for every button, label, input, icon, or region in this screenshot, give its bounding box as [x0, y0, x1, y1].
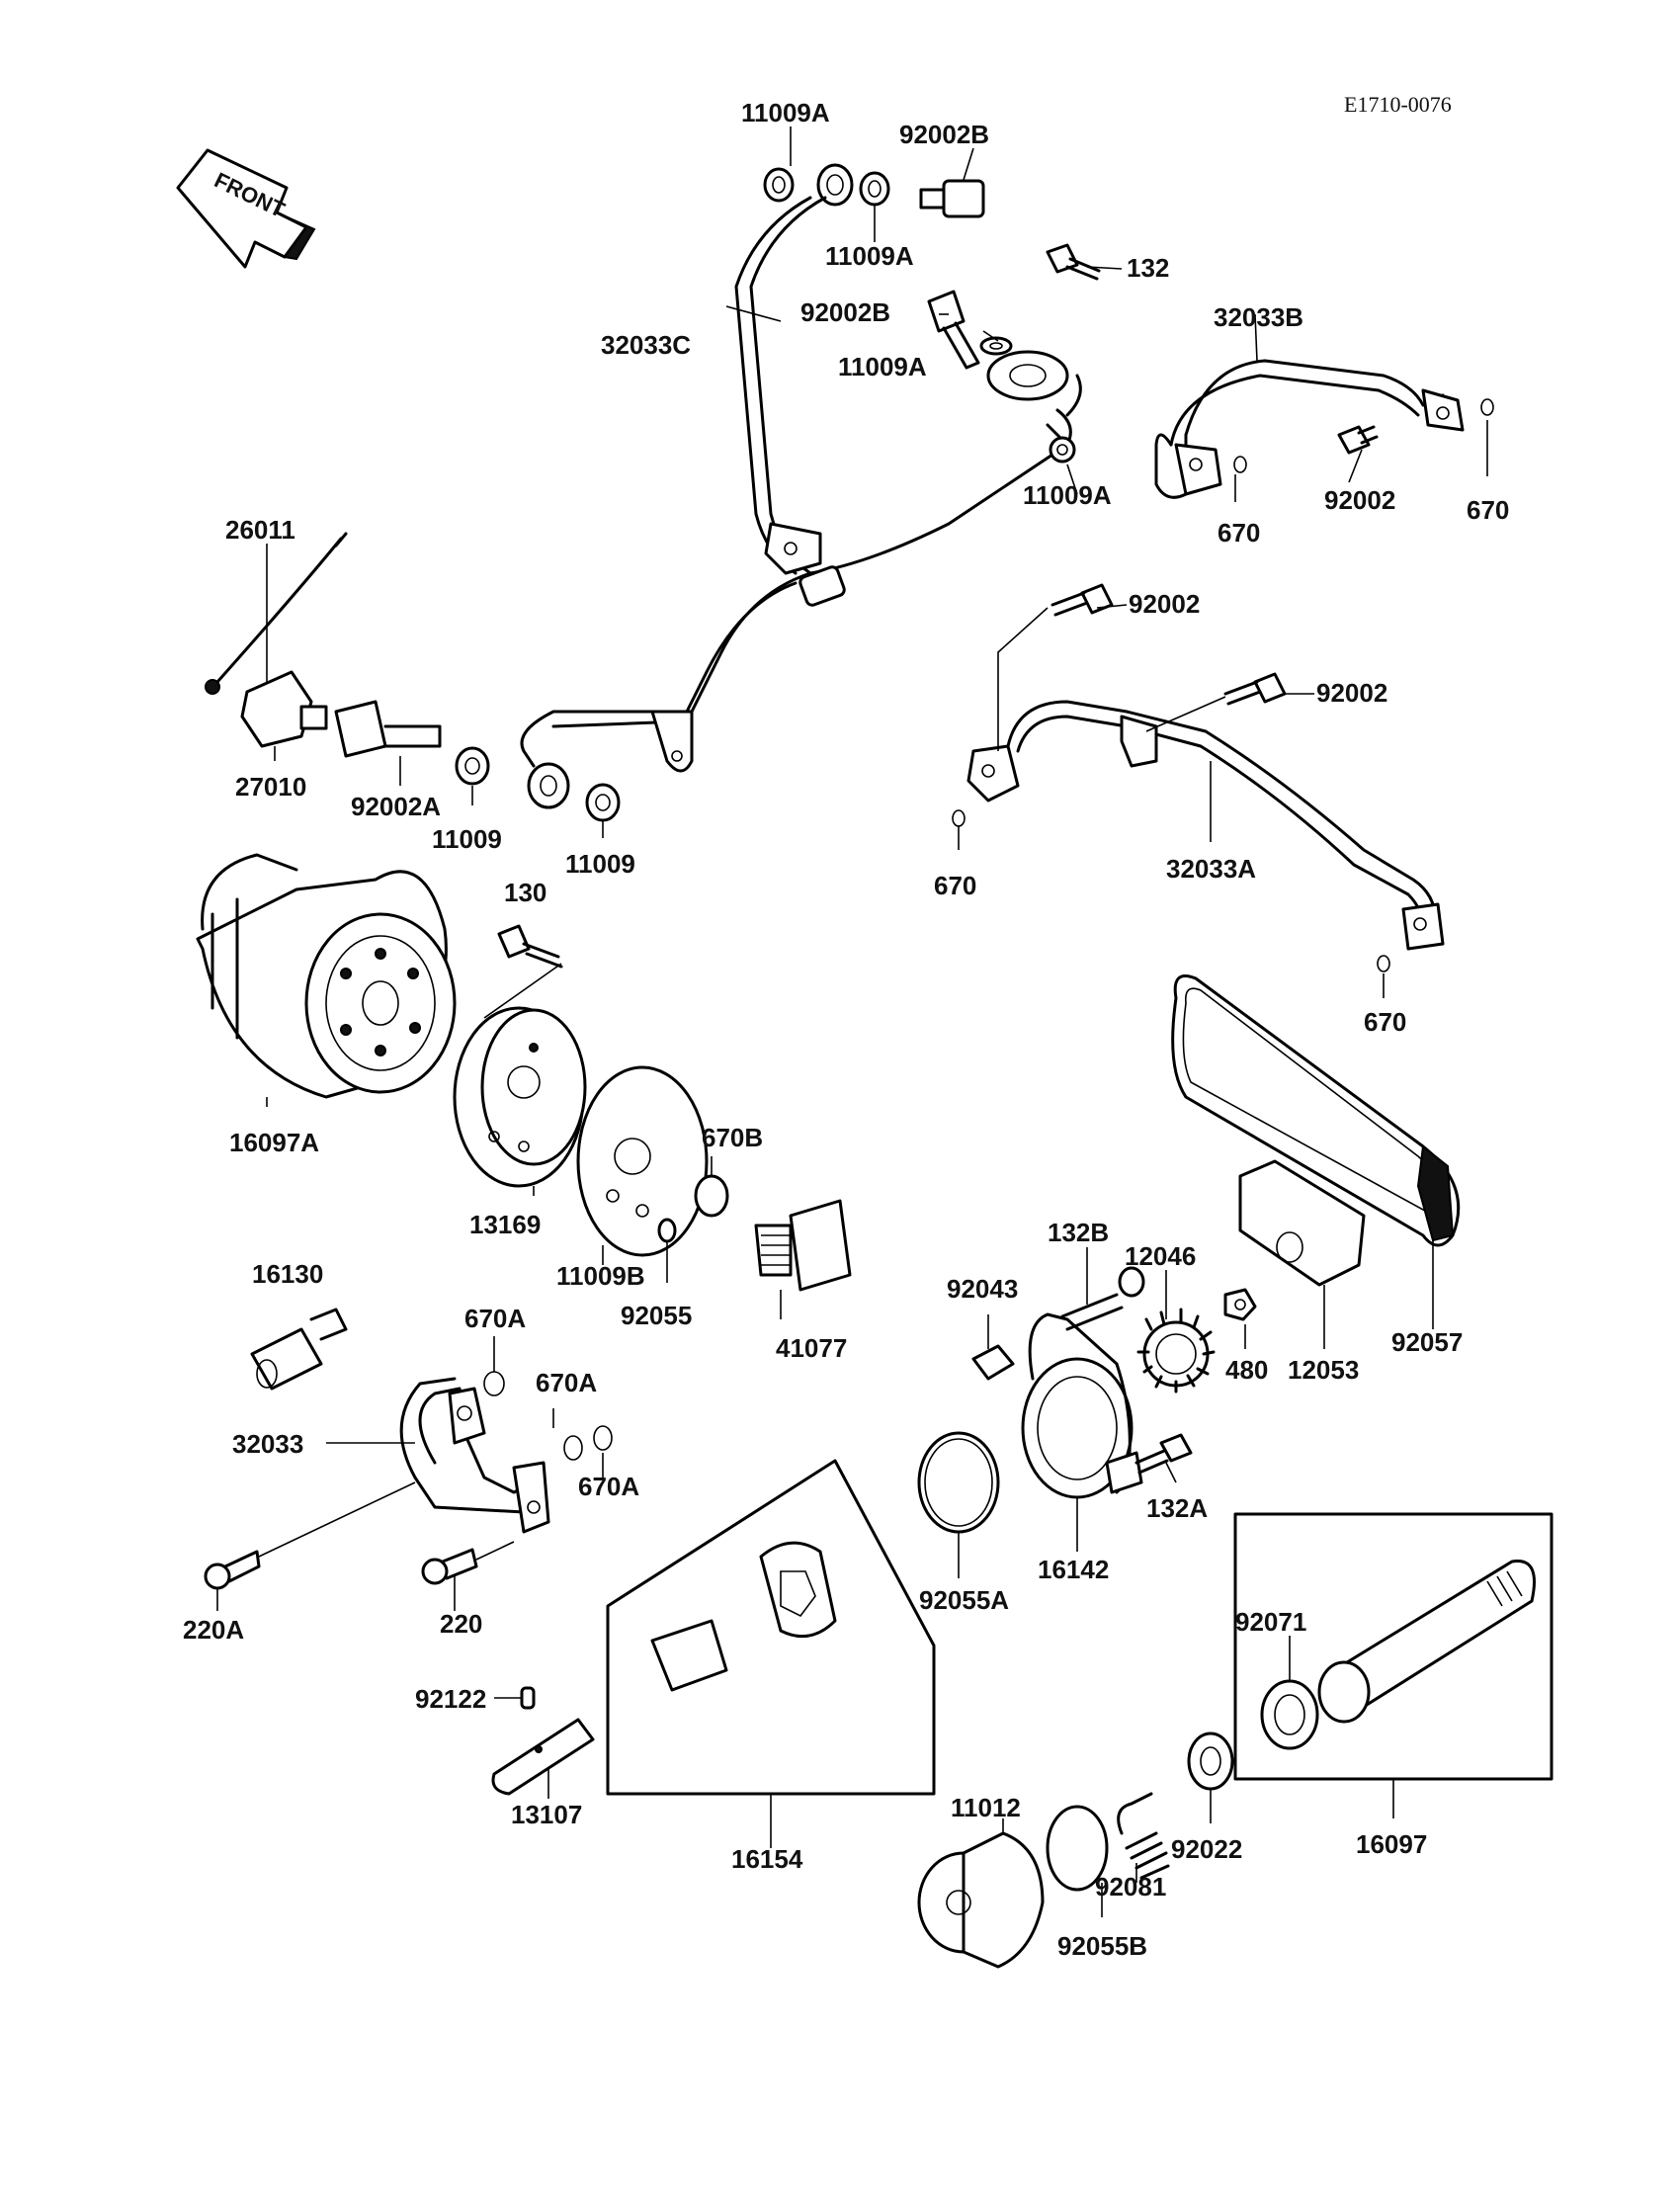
strainer-16097: [1233, 1512, 1554, 1781]
oil-pipe-32033B: [1154, 359, 1494, 499]
label-16097: 16097: [1356, 1829, 1427, 1859]
label-11009-1: 11009: [432, 824, 502, 854]
front-arrow-icon: FRONT: [176, 148, 316, 269]
label-11012: 11012: [951, 1793, 1021, 1822]
label-130: 130: [504, 878, 546, 907]
label-16097A: 16097A: [229, 1128, 319, 1157]
label-92002-m1: 92002: [1129, 589, 1200, 619]
fitting-16130: [250, 1308, 348, 1391]
label-670-a2: 670: [1364, 1007, 1406, 1037]
label-132A: 132A: [1146, 1493, 1208, 1523]
label-11009B: 11009B: [556, 1261, 645, 1291]
label-670-b1: 670: [1218, 518, 1260, 548]
label-92071: 92071: [1235, 1607, 1306, 1637]
label-32033A: 32033A: [1166, 854, 1256, 884]
chain-92057: [1171, 974, 1461, 1287]
relief-valve-parts: [917, 1732, 1234, 1969]
label-11009-2: 11009: [565, 849, 635, 879]
oil-pipe-32033C: [455, 163, 1101, 822]
label-132B: 132B: [1048, 1218, 1109, 1247]
label-12046: 12046: [1125, 1241, 1196, 1271]
pump-body-16142: [917, 1266, 1257, 1534]
part-labels: 11009A 92002B 11009A 132 92002B 11009A 3…: [183, 98, 1509, 1961]
cover-13169: [453, 924, 852, 1292]
label-13169: 13169: [469, 1210, 541, 1239]
label-92057: 92057: [1391, 1327, 1463, 1357]
label-11009A-r: 11009A: [1023, 480, 1112, 510]
label-480: 480: [1225, 1355, 1268, 1385]
label-92081: 92081: [1095, 1872, 1166, 1901]
label-13107: 13107: [511, 1800, 582, 1829]
label-41077: 41077: [776, 1333, 847, 1363]
label-220: 220: [440, 1609, 482, 1639]
label-92002B-top: 92002B: [899, 120, 989, 149]
oil-filter-16097A: [196, 853, 457, 1099]
label-92122: 92122: [415, 1684, 486, 1714]
label-92002A: 92002A: [351, 792, 441, 821]
label-16130: 16130: [252, 1259, 323, 1289]
label-92002-m2: 92002: [1316, 678, 1387, 708]
label-670A-2: 670A: [536, 1368, 597, 1397]
label-92055A: 92055A: [919, 1585, 1009, 1615]
label-12053: 12053: [1288, 1355, 1359, 1385]
label-92022: 92022: [1171, 1834, 1242, 1864]
leader-lines: [216, 127, 1488, 1917]
label-27010: 27010: [235, 772, 306, 802]
label-92043: 92043: [947, 1274, 1018, 1304]
label-26011: 26011: [225, 515, 295, 545]
label-670B: 670B: [702, 1123, 763, 1152]
label-11009A-b: 11009A: [825, 241, 914, 271]
label-670-b2: 670: [1467, 495, 1509, 525]
oil-pipe-32033A: [952, 583, 1445, 972]
label-220A: 220A: [183, 1615, 244, 1645]
diagram-code: E1710-0076: [1344, 92, 1452, 117]
label-670A-1: 670A: [464, 1304, 526, 1333]
label-11009A-top: 11009A: [741, 98, 830, 127]
label-92002B-mid: 92002B: [800, 297, 890, 327]
label-92002-b: 92002: [1324, 485, 1395, 515]
label-32033: 32033: [232, 1429, 303, 1459]
label-132-top: 132: [1127, 253, 1169, 283]
label-32033B: 32033B: [1214, 302, 1303, 332]
label-92055: 92055: [621, 1301, 692, 1330]
oil-pipe-32033: [204, 1371, 613, 1590]
label-670-a1: 670: [934, 871, 976, 900]
oil-pressure-switch: [205, 532, 442, 758]
label-670A-3: 670A: [578, 1472, 639, 1501]
label-92055B: 92055B: [1057, 1931, 1147, 1961]
label-16154: 16154: [731, 1844, 803, 1874]
label-11009A-mid: 11009A: [838, 352, 927, 381]
label-16142: 16142: [1038, 1555, 1109, 1584]
rotor-assembly-16154: [606, 1459, 936, 1796]
shaft-13107: [491, 1686, 595, 1796]
label-32033C: 32033C: [601, 330, 691, 360]
